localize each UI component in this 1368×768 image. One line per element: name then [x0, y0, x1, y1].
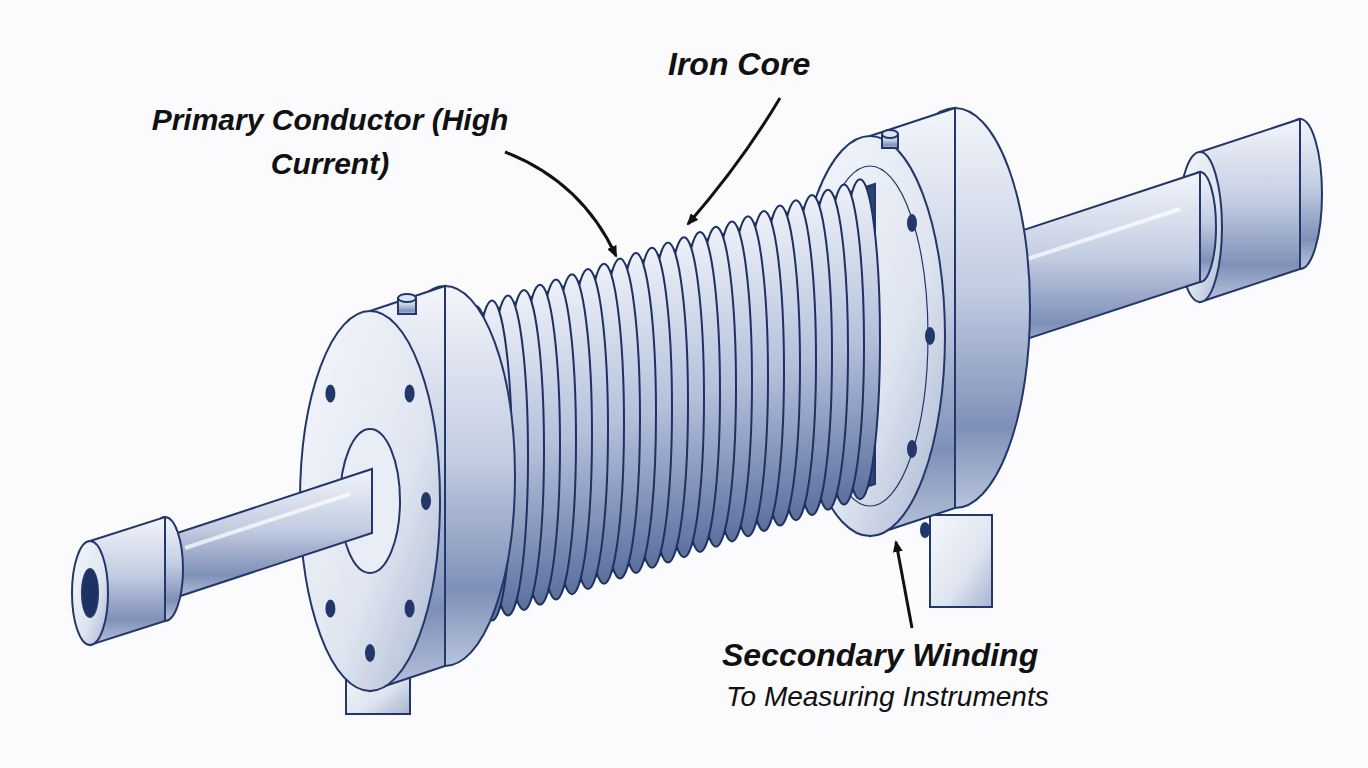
- part-label: Seccondary Winding: [722, 634, 1038, 676]
- iron-core-body: [460, 184, 875, 621]
- left-flange-shape: [326, 601, 334, 617]
- right-support-foot: [930, 515, 992, 607]
- part-note: To Measuring Instruments: [726, 678, 1049, 716]
- left-end-cap: [72, 517, 183, 645]
- part-label: Primary Conductor (High Current): [150, 98, 510, 186]
- leader-arrow: [688, 98, 780, 224]
- left-flange-shape: [406, 601, 414, 617]
- left-flange-shape: [326, 386, 334, 402]
- left-flange-shape: [366, 645, 374, 661]
- left-flange-shape: [398, 294, 416, 302]
- winding-turns: [456, 179, 880, 626]
- left-shaft-shape: [185, 494, 350, 548]
- left-flange-shape: [422, 493, 430, 509]
- right-flange-shape: [908, 215, 916, 231]
- left-end-cap-shape: [72, 541, 108, 645]
- right-flange-shape: [908, 441, 916, 457]
- right-flange-shape: [882, 130, 898, 138]
- right-flange-shape: [926, 328, 934, 344]
- leader-arrows: [505, 98, 912, 628]
- leader-arrow: [896, 542, 912, 628]
- left-end-cap-shape: [82, 569, 98, 617]
- left-shaft: [165, 469, 372, 601]
- leader-arrow: [505, 152, 616, 256]
- part-label: Iron Core: [668, 42, 810, 86]
- right-flange-shape: [921, 523, 929, 537]
- left-shaft-shape: [165, 469, 372, 601]
- left-flange-shape: [406, 386, 414, 402]
